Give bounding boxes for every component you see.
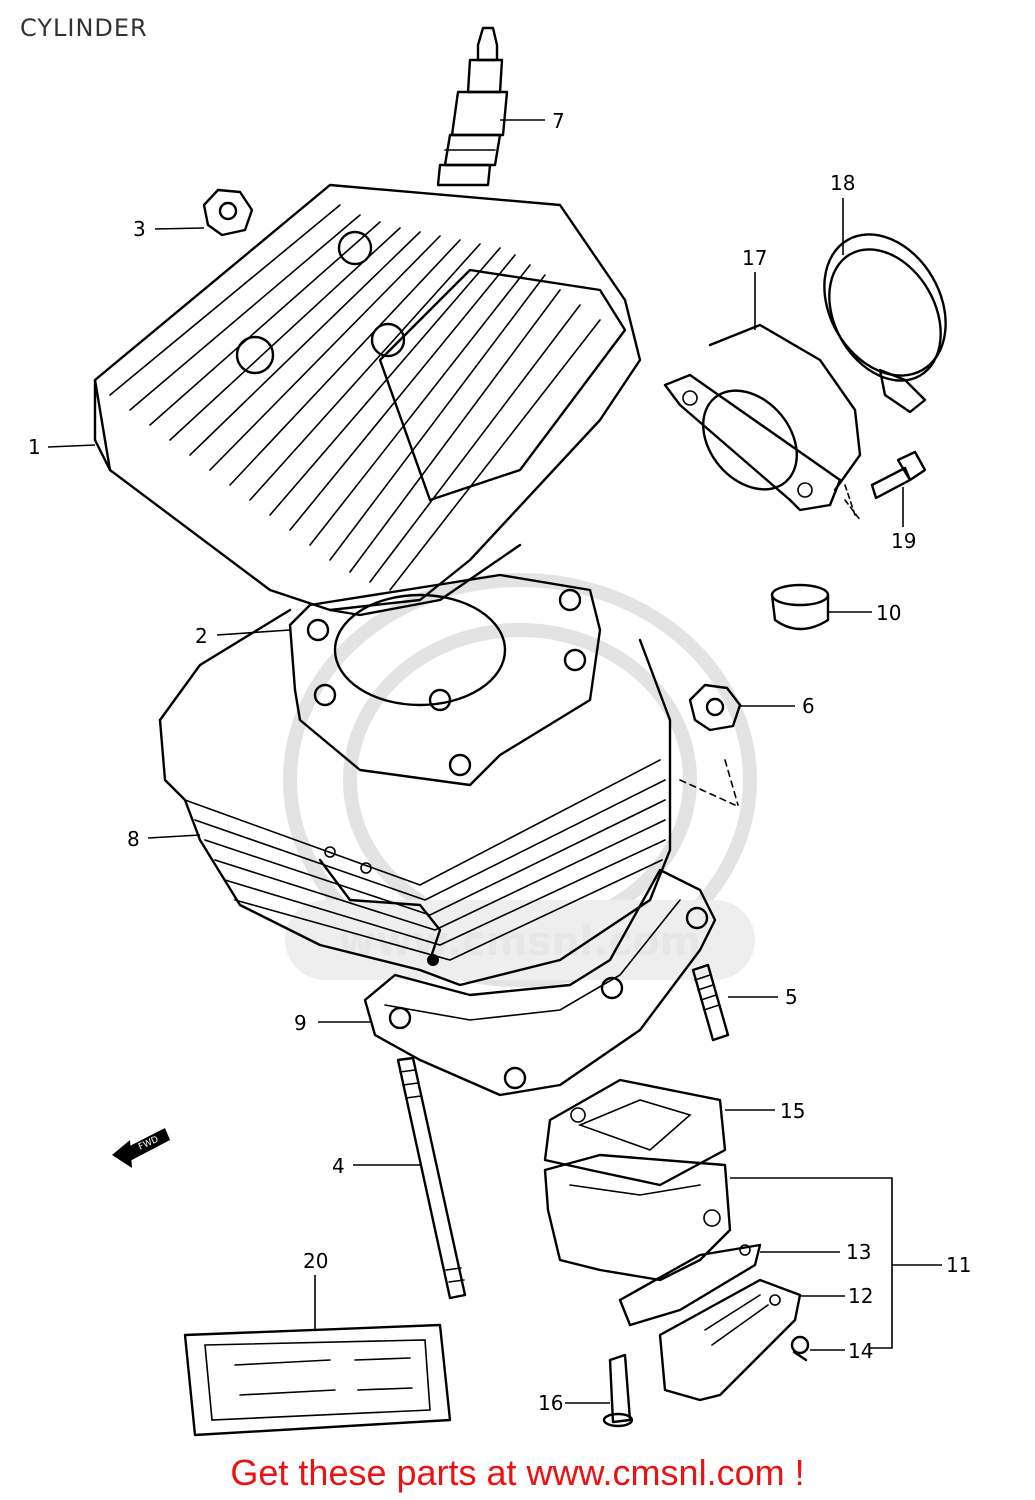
callout-9: 9 [294, 1011, 307, 1035]
part-17-intake-pipe[interactable] [663, 323, 862, 512]
callout-18: 18 [830, 171, 855, 195]
callout-10: 10 [876, 601, 901, 625]
part-14-screw[interactable] [790, 1335, 810, 1362]
callout-15: 15 [780, 1099, 805, 1123]
part-6-nut[interactable] [679, 683, 742, 806]
part-8-cylinder[interactable] [158, 608, 672, 987]
part-3-nut[interactable] [202, 188, 254, 237]
part-11-reed-valve[interactable] [543, 1153, 762, 1327]
callout-12: 12 [848, 1284, 873, 1308]
callout-4: 4 [332, 1154, 345, 1178]
callout-20: 20 [303, 1249, 328, 1273]
callout-11: 11 [946, 1253, 971, 1277]
part-18-clamp[interactable] [800, 213, 970, 414]
callout-3: 3 [133, 217, 146, 241]
callout-13: 13 [846, 1240, 871, 1264]
callout-8: 8 [127, 827, 140, 851]
part-20-label[interactable] [183, 1323, 452, 1437]
callout-6: 6 [802, 694, 815, 718]
part-10-cap[interactable] [770, 583, 830, 631]
callout-17: 17 [742, 246, 767, 270]
fwd-arrow-icon: FWD [112, 1128, 170, 1168]
part-2-head-gasket[interactable] [288, 573, 602, 787]
part-7-spark-plug[interactable] [436, 26, 509, 187]
callout-14: 14 [848, 1339, 873, 1363]
callout-1: 1 [28, 435, 41, 459]
shop-link[interactable]: Get these parts at www.cmsnl.com ! [230, 1452, 805, 1493]
callout-leaders [47, 119, 942, 1404]
callout-2: 2 [195, 624, 208, 648]
callout-7: 7 [552, 109, 565, 133]
part-5-stud[interactable] [691, 963, 730, 1042]
callout-16: 16 [538, 1391, 563, 1415]
part-19-bolt[interactable] [844, 450, 927, 521]
part-1-cylinder-head[interactable] [93, 183, 642, 617]
callout-19: 19 [891, 529, 916, 553]
part-4-stud-bolt[interactable] [396, 1056, 467, 1300]
callout-labels: 1 2 3 4 5 6 7 8 9 10 11 12 13 14 15 16 1… [28, 109, 971, 1415]
part-16-screw[interactable] [602, 1353, 634, 1428]
part-15-reed-gasket[interactable] [543, 1078, 727, 1187]
part-12-reed-stopper[interactable] [658, 1278, 802, 1402]
callout-5: 5 [785, 985, 798, 1009]
part-9-base-gasket[interactable] [363, 868, 717, 1097]
diagram-title: CYLINDER [20, 14, 148, 42]
